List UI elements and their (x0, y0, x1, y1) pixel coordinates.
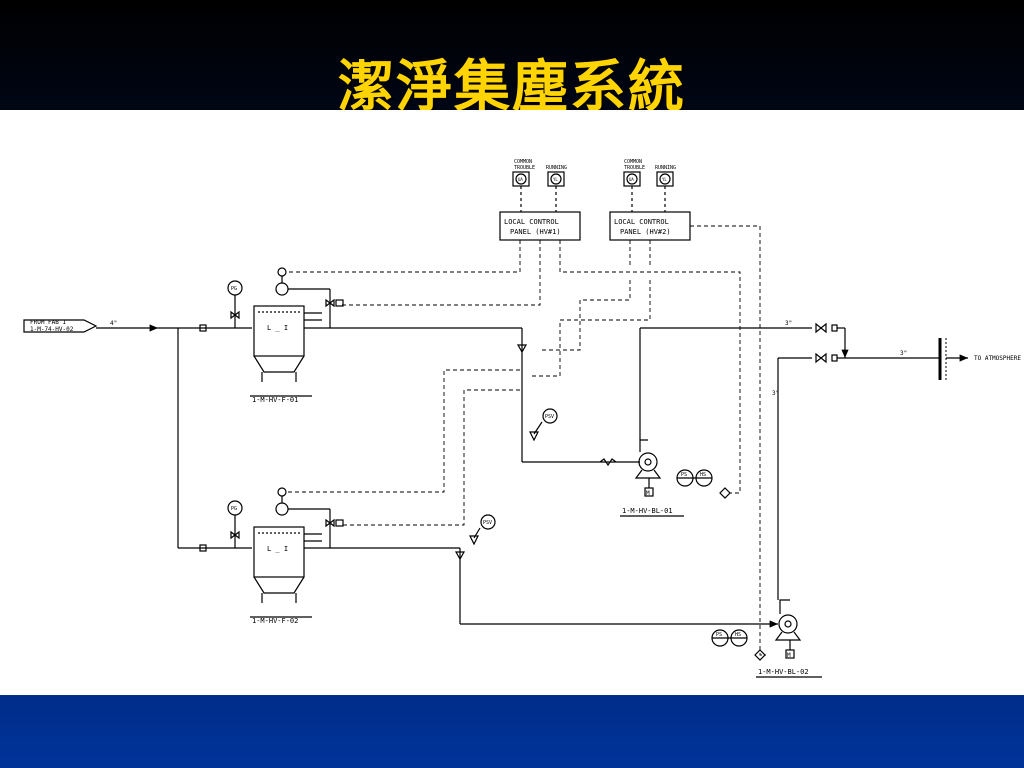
filter2-tag: 1-M-HV-F-02 (252, 617, 298, 625)
pg-label-2: PG (231, 506, 237, 512)
blower-2 (774, 599, 802, 641)
signal-lines (286, 225, 766, 656)
filter1-tag: 1-M-HV-F-01 (252, 396, 298, 404)
svg-text:M: M (646, 490, 650, 497)
psv-2 (480, 514, 496, 530)
slide-title: 潔淨集塵系統 (338, 55, 686, 120)
svg-text:TROUBLE: TROUBLE (514, 165, 535, 171)
svg-text:PSV: PSV (545, 414, 554, 420)
svg-text:TROUBLE: TROUBLE (624, 165, 645, 171)
svg-text:PANEL (HV#1): PANEL (HV#1) (510, 228, 561, 236)
svg-text:RUNNING: RUNNING (546, 165, 567, 171)
source-label-1: FROM FAB I (30, 319, 67, 326)
pipe-size-main: 4" (110, 320, 117, 327)
source-tag (23, 319, 98, 333)
filter1-window: L _ I (267, 324, 288, 332)
blower2-tag: 1-M-HV-BL-02 (758, 668, 809, 676)
svg-text:PS: PS (681, 472, 687, 478)
svg-text:PANEL (HV#2): PANEL (HV#2) (620, 228, 671, 236)
svg-text:UA: UA (629, 177, 634, 182)
svg-text:UA: UA (518, 177, 523, 182)
filter-1 (253, 305, 305, 382)
svg-text:HS: HS (735, 632, 741, 638)
svg-text:RUNNING: RUNNING (655, 165, 676, 171)
svg-text:M: M (787, 652, 791, 659)
svg-text:3": 3" (900, 350, 907, 357)
motor-valve-2 (277, 487, 287, 497)
source-label-2: 1-M-74-HV-02 (30, 326, 74, 333)
svg-text:YL: YL (553, 177, 558, 182)
svg-text:HS: HS (700, 472, 706, 478)
svg-text:PS: PS (716, 632, 722, 638)
blower-1 (634, 439, 662, 479)
motor-valve-1 (277, 267, 287, 277)
atmosphere-label: TO ATMOSPHERE (974, 355, 1021, 362)
svg-text:3": 3" (785, 320, 792, 327)
psv-1 (542, 408, 558, 424)
svg-text:LOCAL CONTROL: LOCAL CONTROL (504, 218, 559, 226)
pid-diagram: FROM FAB I 1-M-74-HV-02 4" L _ I 1-M-HV-… (23, 159, 1021, 678)
filter2-window: L _ I (267, 545, 288, 553)
svg-text:COMMON: COMMON (624, 159, 642, 165)
flange-2 (199, 544, 207, 552)
svg-text:3": 3" (772, 390, 779, 397)
flange-1 (199, 324, 207, 332)
blower1-tag: 1-M-HV-BL-01 (622, 507, 673, 515)
filter-2 (253, 526, 305, 603)
svg-text:COMMON: COMMON (514, 159, 532, 165)
svg-text:LOCAL CONTROL: LOCAL CONTROL (614, 218, 669, 226)
pg-label-1: PG (231, 286, 237, 292)
svg-text:YL: YL (662, 177, 667, 182)
svg-text:PSV: PSV (483, 520, 492, 526)
diagram-canvas: FROM FAB I 1-M-74-HV-02 4" L _ I 1-M-HV-… (0, 110, 1024, 695)
